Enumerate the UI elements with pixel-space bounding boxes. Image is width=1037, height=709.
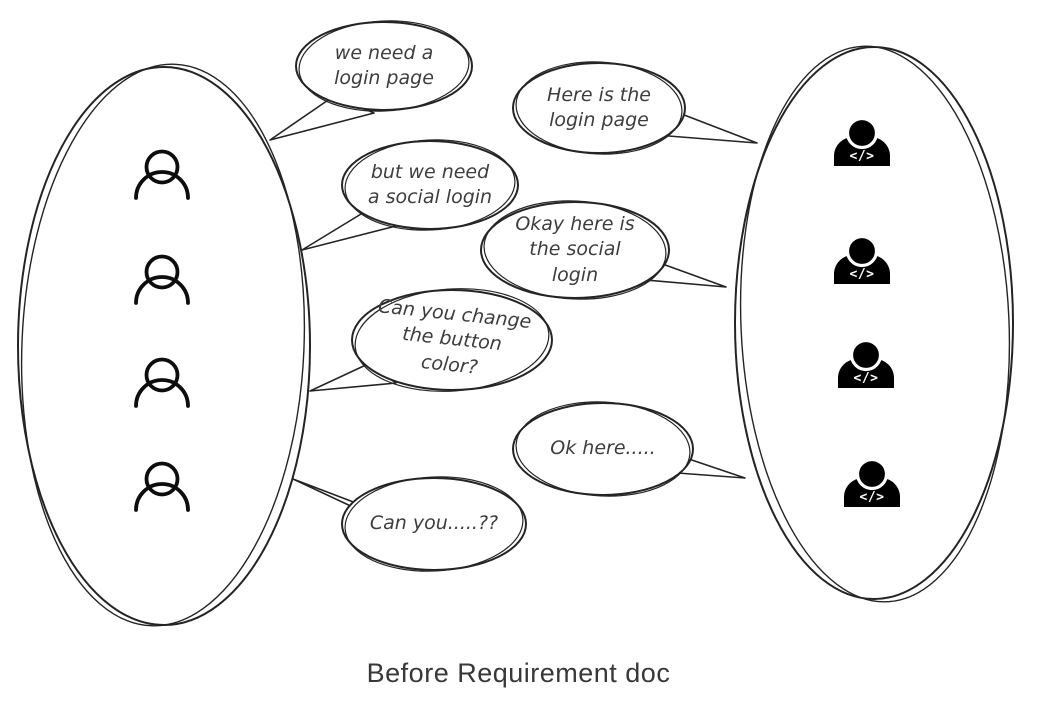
diagram-caption: Before Requirement doc xyxy=(366,658,671,688)
client-person-icon xyxy=(134,461,190,512)
developer-icon: </> xyxy=(844,457,900,507)
code-icon: </> xyxy=(850,267,875,282)
developer-icon: </> xyxy=(834,234,890,284)
code-icon: </> xyxy=(854,371,879,386)
developer-icon: </> xyxy=(838,338,894,388)
developers-group-ellipse xyxy=(734,45,1014,603)
client-person-icon xyxy=(134,149,190,200)
code-icon: </> xyxy=(850,149,875,164)
code-icon: </> xyxy=(860,490,885,505)
clients-group-ellipse xyxy=(17,63,311,627)
developer-icon: </> xyxy=(834,116,890,166)
speech-bubble-shapes xyxy=(295,20,694,572)
client-person-icon xyxy=(134,357,190,408)
client-person-icon xyxy=(134,254,190,305)
